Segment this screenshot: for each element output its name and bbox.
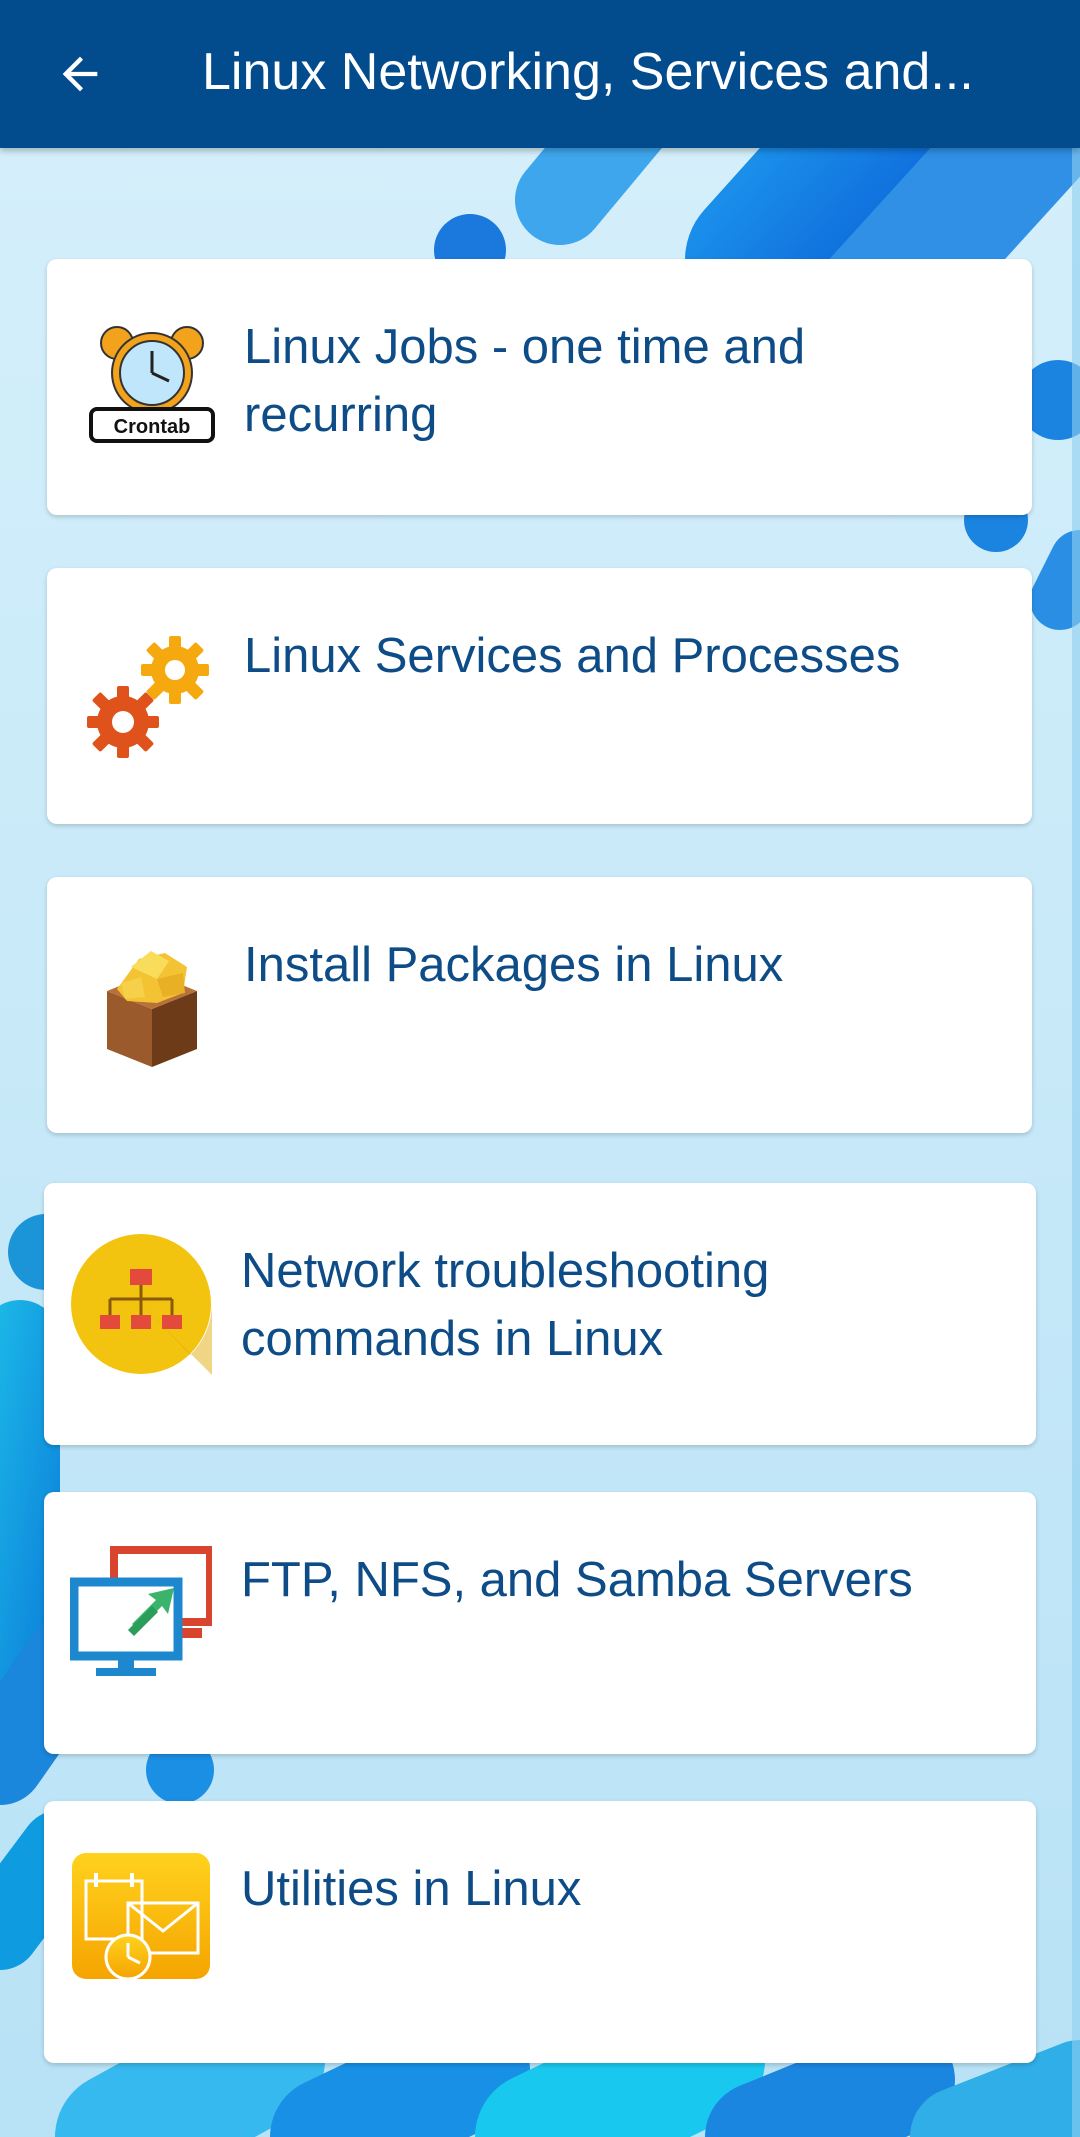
list-item-label: Utilities in Linux <box>241 1862 582 1916</box>
list-item-label: Network troubleshooting commands in Linu… <box>241 1244 770 1366</box>
list-item-ftp-nfs-samba[interactable]: FTP, NFS, and Samba Servers <box>44 1492 1036 1754</box>
package-box-icon <box>107 951 197 1067</box>
list-item-linux-jobs[interactable]: Crontab Linux Jobs - one time and recurr… <box>47 259 1032 515</box>
list-item-label: Linux Jobs - one time and recurring <box>244 320 806 442</box>
list-item-services-processes[interactable]: Linux Services and Processes <box>47 568 1032 824</box>
list-item-network-troubleshooting[interactable]: Network troubleshooting commands in Linu… <box>44 1183 1036 1445</box>
list-item-install-packages[interactable]: Install Packages in Linux <box>47 877 1032 1133</box>
back-button[interactable] <box>36 30 124 118</box>
app-bar: Linux Networking, Services and... <box>0 0 1080 148</box>
svg-text:Crontab: Crontab <box>114 416 191 438</box>
list-item-label: Install Packages in Linux <box>244 938 784 992</box>
list-item-label: FTP, NFS, and Samba Servers <box>241 1553 913 1607</box>
list-item-utilities[interactable]: Utilities in Linux <box>44 1801 1036 2063</box>
calendar-mail-clock-icon <box>72 1853 210 1981</box>
page-title: Linux Networking, Services and... <box>202 43 974 101</box>
file-transfer-monitors-icon <box>70 1546 212 1676</box>
list-item-label: Linux Services and Processes <box>244 629 901 683</box>
gears-icon <box>87 636 209 758</box>
network-diagram-icon <box>71 1234 212 1375</box>
arrow-left-icon <box>62 56 98 92</box>
crontab-alarm-clock-icon: Crontab <box>89 326 215 443</box>
